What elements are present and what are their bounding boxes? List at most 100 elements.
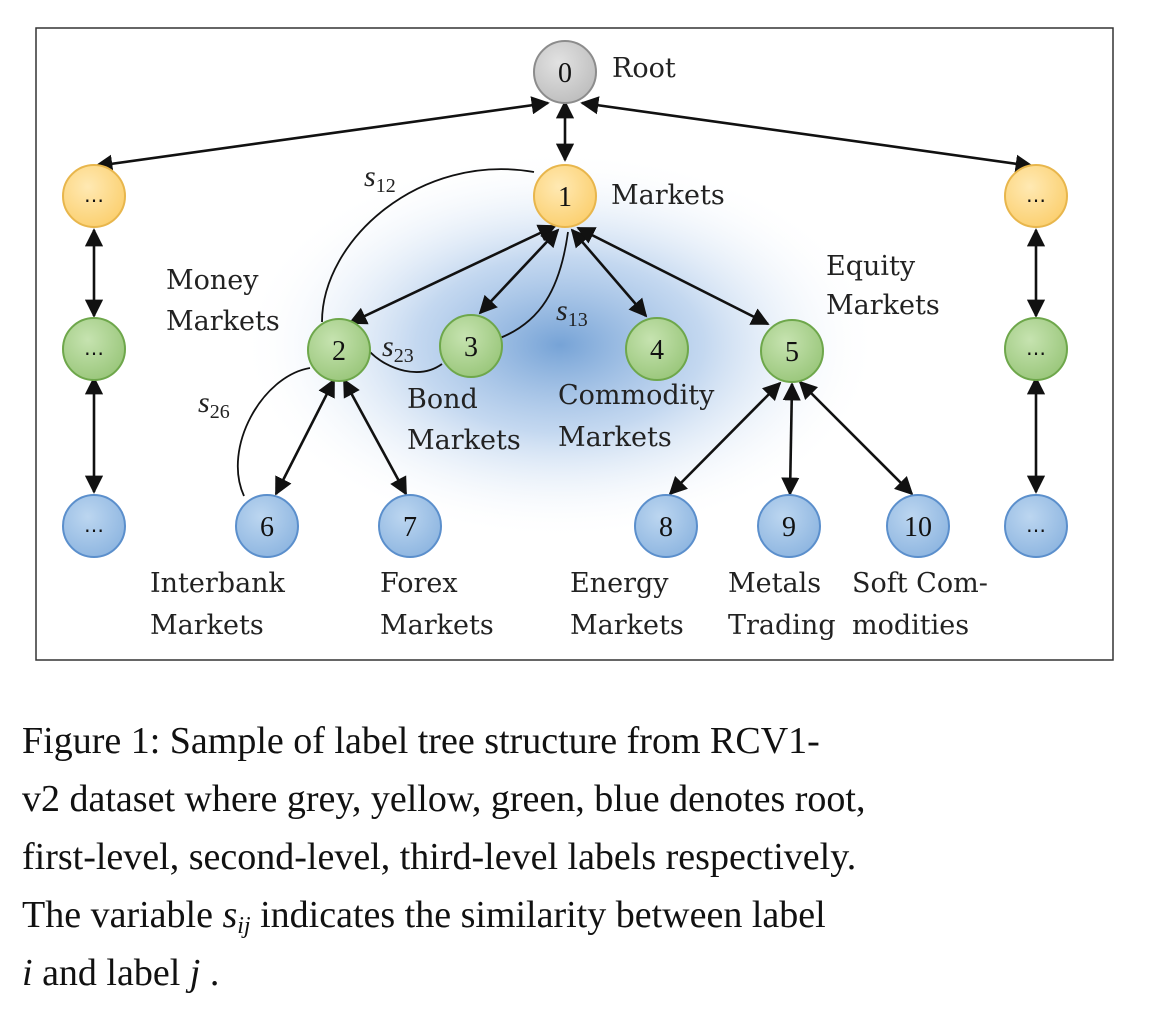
label-soft-commodities-2: modities [852, 610, 969, 641]
similarity-s12: s12 [364, 160, 396, 197]
node-number: 9 [782, 512, 796, 543]
node-1: 1 [533, 164, 597, 228]
node-circle-level2 [439, 314, 503, 378]
label-forex-markets-1: Forex [380, 568, 458, 599]
node-left-level3-ellipsis: … [62, 494, 126, 558]
node-circle-level3 [378, 494, 442, 558]
caption-line-4: The variable sij indicates the similarit… [22, 886, 1122, 944]
label-metals-trading-2: Trading [728, 610, 836, 641]
node-4: 4 [625, 317, 689, 381]
similarity-s13: s13 [556, 294, 588, 331]
node-circle-level2 [1004, 317, 1068, 381]
label-money-markets-1: Money [166, 265, 259, 296]
ellipsis: … [84, 513, 104, 537]
node-left-level1-ellipsis: … [62, 164, 126, 228]
label-bond-markets-1: Bond [407, 384, 478, 415]
node-number: 5 [785, 337, 799, 368]
ellipsis: … [1026, 336, 1046, 360]
node-8: 8 [634, 494, 698, 558]
label-metals-trading-1: Metals [728, 568, 821, 599]
caption-line-5: i and label j . [22, 944, 1122, 1002]
node-circle-root [533, 40, 597, 104]
node-circle-level1 [62, 164, 126, 228]
caption-variable-subscript: ij [237, 913, 251, 939]
caption-text: and label [32, 952, 190, 994]
edge-5-9 [781, 382, 801, 496]
node-number: 0 [558, 58, 572, 89]
label-equity-markets-1: Equity [826, 251, 916, 282]
node-5: 5 [760, 319, 824, 383]
node-circle-level1 [533, 164, 597, 228]
label-bond-markets-2: Markets [407, 425, 521, 456]
edge-5-8 [668, 381, 782, 496]
similarity-labels: s12 s13 s23 s26 [198, 160, 588, 423]
similarity-s26: s26 [198, 386, 230, 423]
edge-0-left [94, 96, 550, 173]
label-forex-markets-2: Markets [380, 610, 494, 641]
node-3: 3 [439, 314, 503, 378]
edge-0-right [580, 96, 1034, 173]
node-7: 7 [378, 494, 442, 558]
edge-1-3 [478, 228, 560, 315]
ellipsis: … [1026, 183, 1046, 207]
edge-5-10 [798, 380, 914, 496]
node-circle-level3 [235, 494, 299, 558]
node-number: 2 [332, 336, 346, 367]
node-circle-level2 [307, 318, 371, 382]
edge-2-6 [274, 378, 336, 496]
label-interbank-markets-2: Markets [150, 610, 264, 641]
label-soft-commodities-1: Soft Com- [852, 568, 988, 599]
caption-line-2: v2 dataset where grey, yellow, green, bl… [22, 778, 866, 820]
label-equity-markets-2: Markets [826, 290, 940, 321]
label-root: Root [612, 53, 676, 84]
ellipsis: … [1026, 513, 1046, 537]
node-number: 6 [260, 512, 274, 543]
node-number: 1 [558, 182, 572, 213]
caption-line-3: first-level, second-level, third-level l… [22, 836, 857, 878]
label-tree-figure: 0 1 … … … 2 3 4 [35, 27, 1114, 661]
ellipsis: … [84, 336, 104, 360]
edge-2-7 [342, 378, 408, 496]
node-left-level2-ellipsis: … [62, 317, 126, 381]
label-energy-markets-2: Markets [570, 610, 684, 641]
label-commodity-markets-1: Commodity [558, 380, 715, 411]
node-circle-level3 [62, 494, 126, 558]
ellipsis: … [84, 183, 104, 207]
caption-variable-j: j [189, 952, 201, 994]
label-energy-markets-1: Energy [570, 568, 669, 599]
caption-text: indicates the similarity between label [250, 894, 826, 936]
node-circle-level3 [757, 494, 821, 558]
node-number: 8 [659, 512, 673, 543]
curve-s26 [236, 367, 311, 497]
node-text-labels: Root Markets Money Markets Equity Market… [150, 53, 988, 641]
node-circle-level1 [1004, 164, 1068, 228]
tree-edges [84, 96, 1046, 496]
caption-text: The variable [22, 894, 223, 936]
node-circle-level3 [1004, 494, 1068, 558]
caption-line-1: Figure 1: Sample of label tree structure… [22, 720, 820, 762]
node-9: 9 [757, 494, 821, 558]
node-10: 10 [886, 494, 950, 558]
node-number: 7 [403, 512, 417, 543]
label-interbank-markets-1: Interbank [150, 568, 286, 599]
node-circle-level2 [62, 317, 126, 381]
similarity-curves [236, 168, 569, 497]
caption-variable-i: i [22, 952, 33, 994]
node-number: 4 [650, 335, 664, 366]
node-2: 2 [307, 318, 371, 382]
tree-nodes: 0 1 … … … 2 3 4 [62, 40, 1068, 558]
node-right-level1-ellipsis: … [1004, 164, 1068, 228]
curve-s23 [369, 351, 443, 373]
label-markets: Markets [611, 180, 725, 211]
caption-variable-s: s [222, 894, 238, 936]
edge-1-5 [576, 226, 770, 326]
label-money-markets-2: Markets [166, 306, 280, 337]
curve-s13 [499, 231, 569, 339]
node-circle-level3 [886, 494, 950, 558]
node-number: 10 [904, 512, 932, 543]
node-0: 0 [533, 40, 597, 104]
node-right-level2-ellipsis: … [1004, 317, 1068, 381]
caption-text: . [200, 952, 220, 994]
label-commodity-markets-2: Markets [558, 422, 672, 453]
node-6: 6 [235, 494, 299, 558]
